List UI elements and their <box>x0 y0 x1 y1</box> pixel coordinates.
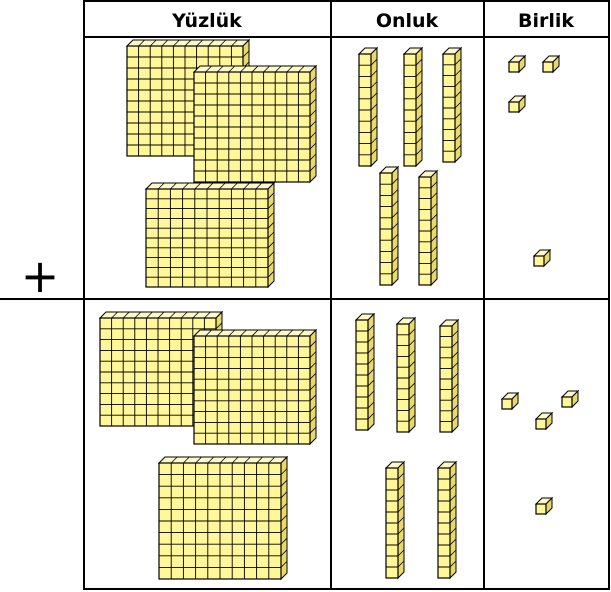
one-cube <box>562 391 578 407</box>
one-cube <box>502 393 518 409</box>
one-cube <box>509 56 525 72</box>
plus-sign: + <box>21 249 60 303</box>
one-cube <box>543 56 559 72</box>
ten-rod <box>397 318 415 432</box>
row-1 <box>127 40 559 287</box>
ten-rod <box>359 48 377 166</box>
one-cube <box>534 250 550 266</box>
hundred-flat <box>194 66 316 182</box>
one-cube <box>536 413 552 429</box>
row-2 <box>100 312 578 579</box>
ten-rod <box>386 462 404 578</box>
ten-rod <box>404 48 422 166</box>
ones-cubes <box>502 391 578 514</box>
header-ones: Birlik <box>518 10 574 32</box>
hundred-flat <box>146 183 274 287</box>
ten-rod <box>440 320 458 432</box>
tens-rods <box>359 48 461 285</box>
one-cube <box>536 498 552 514</box>
header-hundreds: Yüzlük <box>171 10 242 32</box>
hundreds-blocks <box>100 312 316 579</box>
tens-rods <box>356 314 458 578</box>
one-cube <box>509 96 525 112</box>
hundred-flat <box>159 457 287 579</box>
ten-rod <box>419 171 437 285</box>
hundred-flat <box>194 330 316 444</box>
ten-rod <box>438 462 456 578</box>
ones-cubes <box>509 56 559 266</box>
header-tens: Onluk <box>376 10 439 32</box>
hundreds-blocks <box>127 40 316 287</box>
ten-rod <box>356 314 374 430</box>
ten-rod <box>443 48 461 162</box>
ten-rod <box>380 167 398 285</box>
